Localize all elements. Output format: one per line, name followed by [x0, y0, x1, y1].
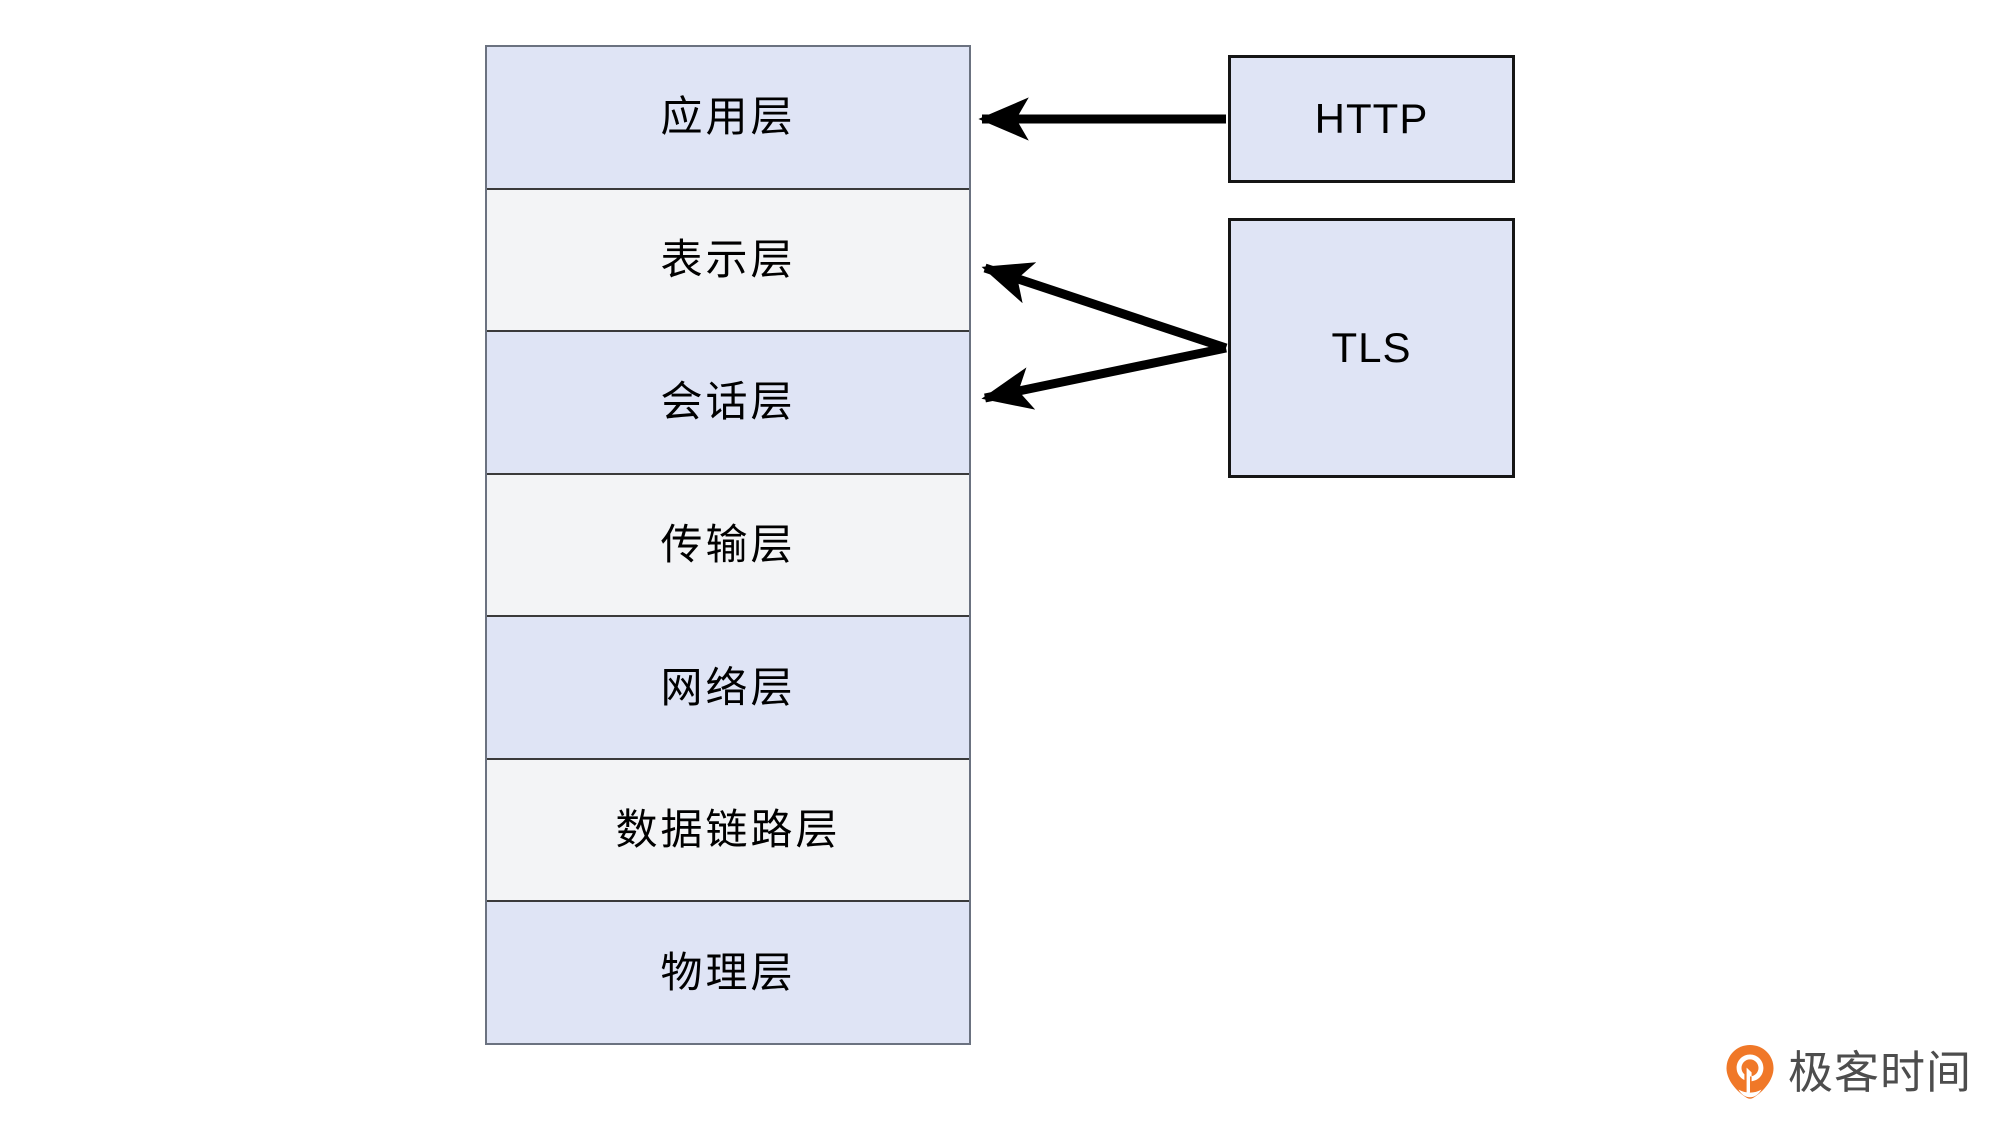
osi-layer-network[interactable]: 网络层: [487, 617, 969, 760]
location-pin-icon: [1726, 1045, 1774, 1099]
protocol-box-tls[interactable]: TLS: [1228, 218, 1515, 478]
osi-layer-data-link[interactable]: 数据链路层: [487, 759, 969, 903]
arrow-tls-to-session: [981, 343, 1227, 410]
arrow-tls-to-presentation: [981, 262, 1228, 353]
osi-layer-stack: 应用层 表示层 会话层 传输层 网络层 数据链路层 物理层: [485, 45, 971, 1045]
osi-layer-physical[interactable]: 物理层: [487, 902, 969, 1044]
brand-name: 极客时间: [1788, 1046, 1973, 1098]
osi-layer-application[interactable]: 应用层: [487, 47, 969, 190]
osi-layer-presentation[interactable]: 表示层: [487, 189, 969, 333]
brand-watermark: 极客时间: [1724, 1044, 1972, 1100]
protocol-box-http[interactable]: HTTP: [1228, 55, 1515, 183]
osi-layer-transport[interactable]: 传输层: [487, 474, 969, 618]
osi-layer-session[interactable]: 会话层: [487, 332, 969, 475]
